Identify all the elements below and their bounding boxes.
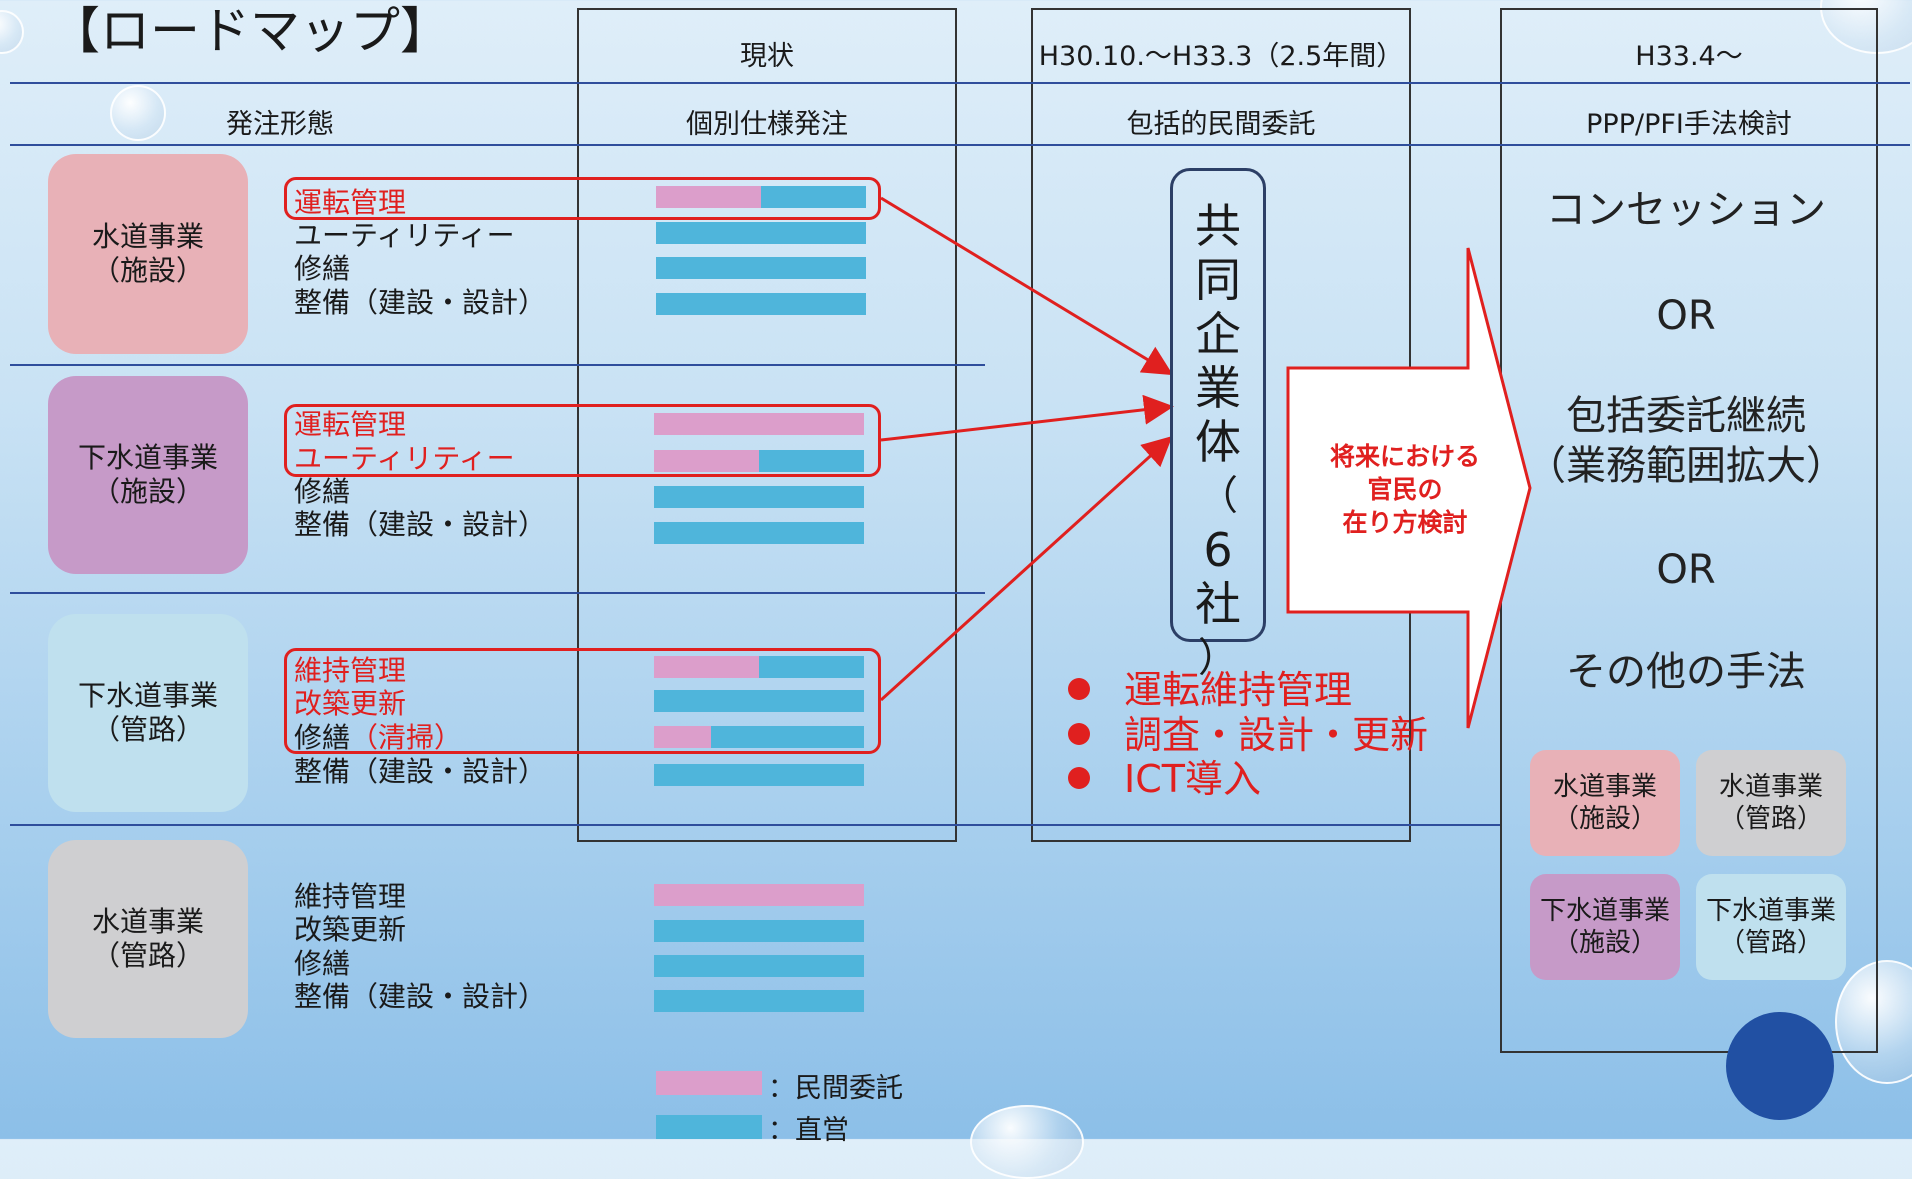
category-sewer-facility: 下水道事業 （施設） — [48, 376, 248, 574]
status-bar — [656, 257, 866, 279]
option-concession: コンセッション — [1546, 187, 1826, 233]
task-label: 修繕 — [294, 252, 351, 285]
future-arrow — [1286, 247, 1532, 729]
task-label: 整備（建設・設計） — [294, 286, 547, 319]
header-divider — [10, 82, 1910, 84]
legend-swatch-private — [656, 1071, 762, 1095]
status-bar — [654, 990, 864, 1012]
bullet-item: ICT導入 — [1068, 757, 1261, 801]
status-bar — [654, 486, 864, 508]
status-bar — [654, 656, 864, 678]
category-sewer-pipeline: 下水道事業 （管路） — [48, 614, 248, 812]
jv-char: 社 — [1195, 577, 1241, 631]
bullet-dot — [1068, 766, 1090, 789]
column-header-phase2: H33.4～ — [1635, 41, 1743, 72]
option-continue: 包括委託継続 — [1566, 393, 1806, 439]
highlight-box — [284, 404, 881, 477]
task-label: 維持管理 — [294, 654, 407, 687]
jv-char: 業 — [1195, 361, 1241, 415]
legend-label-direct: ：直営 — [768, 1115, 849, 1146]
legend-label-private: ：民間委託 — [768, 1073, 903, 1104]
status-bar — [654, 884, 864, 906]
legend-swatch-direct — [656, 1115, 762, 1139]
option-other: その他の手法 — [1566, 649, 1806, 695]
subheader-phase1: 包括的民間委託 — [1126, 109, 1316, 140]
mini-category-water-pipeline: 水道事業（管路） — [1696, 750, 1846, 856]
highlight-box — [284, 177, 881, 220]
option-or: OR — [1656, 547, 1716, 593]
task-label: ユーティリティー — [294, 219, 515, 252]
status-bar — [654, 450, 864, 472]
jv-char: 企 — [1195, 307, 1241, 361]
jv-char: 共 — [1195, 199, 1241, 253]
header-divider — [10, 144, 1910, 146]
column-header-phase1: H30.10.～H33.3（2.5年間） — [1038, 41, 1404, 72]
column-header-current: 現状 — [740, 41, 794, 72]
jv-char: （ — [1198, 473, 1238, 519]
task-label: 改築更新 — [294, 913, 407, 946]
jv-char: 同 — [1195, 253, 1241, 307]
future-arrow-label: 将来における 官民の 在り方検討 — [1329, 442, 1480, 537]
task-label: 維持管理 — [294, 880, 407, 913]
task-label: 整備（建設・設計） — [294, 755, 547, 788]
subheader-phase2: PPP/PFI手法検討 — [1586, 109, 1792, 140]
bullet-item: 運転維持管理 — [1068, 668, 1352, 712]
category-water-pipeline: 水道事業 （管路） — [48, 840, 248, 1038]
task-label: ユーティリティー — [294, 442, 515, 475]
bubble-decoration — [110, 85, 166, 141]
mini-category-water-facility: 水道事業（施設） — [1530, 750, 1680, 856]
mini-category-sewer-pipeline: 下水道事業（管路） — [1696, 874, 1846, 980]
bullet-item: 調査・設計・更新 — [1068, 713, 1428, 757]
highlight-box — [284, 648, 881, 754]
task-label: 整備（建設・設計） — [294, 980, 547, 1013]
joint-venture-box: 共 同 企 業 体 （ 6 社 ） — [1170, 168, 1266, 681]
status-bar — [654, 955, 864, 977]
status-bar — [654, 413, 864, 435]
bullet-dot — [1068, 677, 1090, 700]
row-divider — [10, 364, 985, 366]
connector-arrows — [879, 196, 1174, 702]
page-title: 【ロードマップ】 — [50, 2, 450, 60]
task-label: 修繕（清掃） — [294, 721, 463, 754]
bubble-decoration — [1835, 960, 1912, 1084]
option-continue-scope: （業務範囲拡大） — [1526, 443, 1846, 489]
row-divider — [10, 592, 985, 594]
task-label: 運転管理 — [294, 186, 407, 219]
jv-char: 体 — [1195, 415, 1241, 469]
status-bar — [654, 690, 864, 712]
row-divider — [10, 824, 1500, 826]
task-label: 整備（建設・設計） — [294, 508, 547, 541]
status-bar — [654, 920, 864, 942]
jv-char: ） — [1198, 635, 1238, 681]
subheader-order-type: 発注形態 — [226, 109, 334, 140]
task-label: 修繕 — [294, 947, 351, 980]
task-label: 修繕 — [294, 475, 351, 508]
mini-category-sewer-facility: 下水道事業（施設） — [1530, 874, 1680, 980]
column-current — [577, 8, 957, 842]
status-bar — [656, 293, 866, 315]
status-bar — [654, 764, 864, 786]
subheader-current: 個別仕様発注 — [686, 109, 848, 140]
category-water-facility: 水道事業 （施設） — [48, 154, 248, 354]
decorative-circle — [1726, 1012, 1834, 1120]
status-bar — [656, 222, 866, 244]
task-label: 改築更新 — [294, 687, 407, 720]
option-or: OR — [1656, 293, 1716, 339]
bullet-dot — [1068, 722, 1090, 745]
task-label: 運転管理 — [294, 408, 407, 441]
jv-char: 6 — [1203, 523, 1233, 577]
status-bar — [656, 186, 866, 208]
status-bar — [654, 522, 864, 544]
status-bar — [654, 726, 864, 748]
